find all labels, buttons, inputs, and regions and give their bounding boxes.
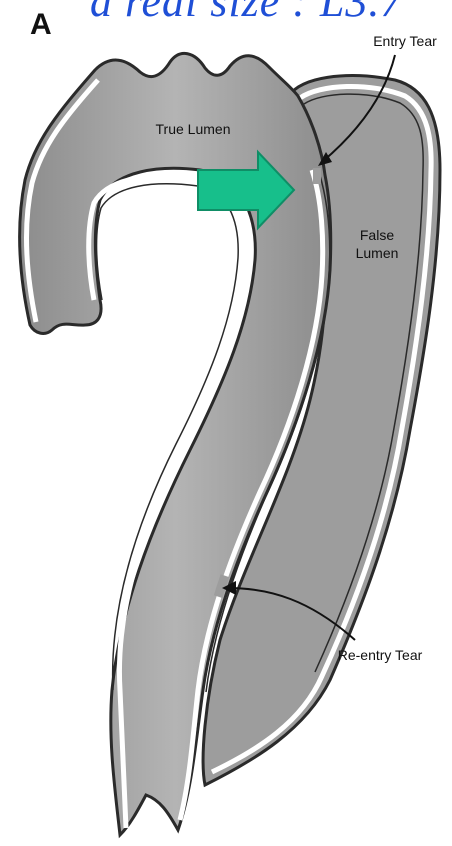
false-lumen-label-line2: Lumen (356, 245, 399, 261)
false-lumen-label-line1: False (360, 227, 394, 243)
entry-tear-label: Entry Tear (373, 33, 437, 49)
true-lumen-label: True Lumen (156, 121, 231, 137)
entry-tear-gap (313, 168, 321, 184)
banner-text: a real size : L3.7 (90, 0, 403, 27)
reentry-tear-label: Re-entry Tear (338, 647, 423, 663)
panel-letter: A (30, 8, 52, 42)
